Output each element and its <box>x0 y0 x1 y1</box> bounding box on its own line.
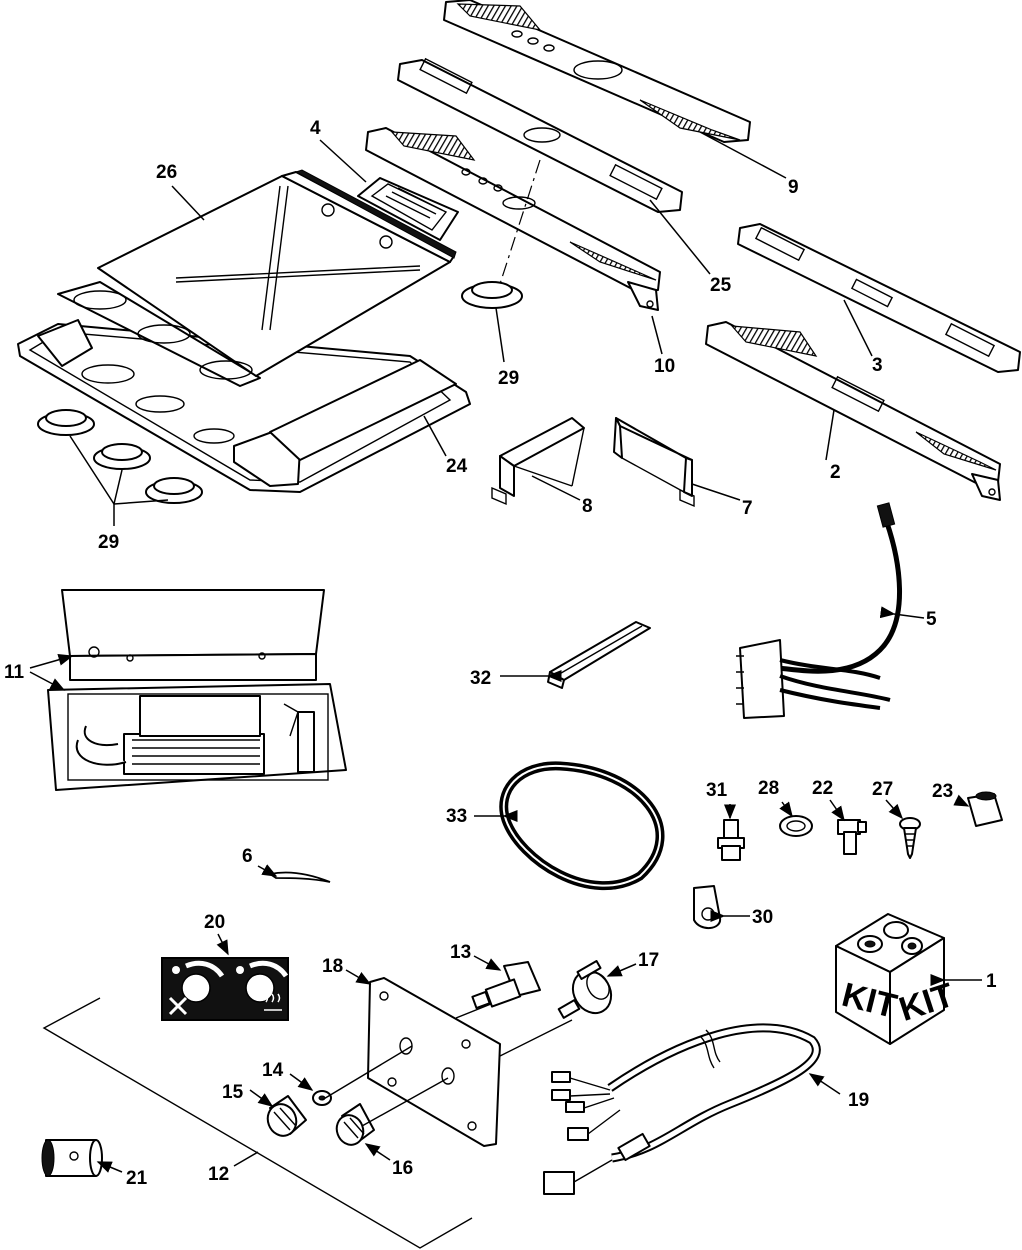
part-2-rail <box>705 321 1001 501</box>
leader-lines <box>29 131 982 1173</box>
part-30-clip <box>693 885 722 929</box>
part-19-wire-harness <box>543 1023 821 1195</box>
part-15-knob <box>266 1095 307 1137</box>
callout-11: 11 <box>4 662 25 683</box>
part-33-seal-ring <box>499 761 665 891</box>
callout-12: 12 <box>208 1164 229 1185</box>
callout-29-left: 29 <box>98 532 119 553</box>
callout-13: 13 <box>450 942 471 963</box>
part-9-rail <box>443 0 751 143</box>
callout-33: 33 <box>446 806 467 827</box>
part-32-channel <box>547 621 651 689</box>
part-18-plate <box>367 977 573 1147</box>
callout-28: 28 <box>758 778 779 799</box>
callout-labels: 9 25 4 26 3 2 10 29 24 8 7 29 5 11 32 33… <box>4 118 997 1189</box>
callout-5: 5 <box>926 609 937 630</box>
callout-25: 25 <box>710 275 732 296</box>
part-12-mounting-plane <box>42 997 473 1249</box>
part-31-fitting <box>717 819 745 861</box>
callout-24: 24 <box>446 456 468 477</box>
part-24-base-pan <box>17 319 471 493</box>
callout-3: 3 <box>872 355 883 376</box>
callout-8: 8 <box>582 496 593 517</box>
part-27-screw <box>899 817 921 859</box>
part-23-cap <box>967 791 1003 827</box>
callout-4: 4 <box>310 118 321 139</box>
part-7-bracket <box>613 417 695 508</box>
callout-26: 26 <box>156 162 177 183</box>
callout-22: 22 <box>812 778 833 799</box>
part-3-rail <box>737 223 1021 373</box>
callout-30: 30 <box>752 907 773 928</box>
callout-27: 27 <box>872 779 893 800</box>
part-11-heater-box <box>47 589 347 791</box>
part-14-washer <box>312 1090 332 1106</box>
part-25-rail <box>397 57 683 213</box>
part-28-hose-clamp <box>779 815 813 837</box>
callout-23: 23 <box>932 781 953 802</box>
callout-6: 6 <box>242 846 253 867</box>
callout-32: 32 <box>470 668 491 689</box>
part-1-kit-box: KIT KIT <box>835 913 959 1045</box>
part-20-control-decal <box>161 957 289 1021</box>
callout-16: 16 <box>392 1158 413 1179</box>
part-4-vent-clip <box>357 177 459 241</box>
callout-1: 1 <box>986 971 997 992</box>
part-6-wire-clip <box>267 871 331 883</box>
part-10-rail <box>365 127 661 311</box>
part-29-grommet-left-3 <box>145 477 203 504</box>
part-29-grommet-left-1 <box>37 409 95 436</box>
fan-icon <box>168 996 188 1016</box>
part-17-rotary-switch <box>557 960 613 1019</box>
callout-21: 21 <box>126 1168 148 1189</box>
part-29-grommet-top <box>461 281 523 309</box>
part-22-tee-fitting <box>837 819 867 855</box>
callout-2: 2 <box>830 462 841 483</box>
callout-20: 20 <box>204 912 225 933</box>
callout-10: 10 <box>654 356 675 377</box>
part-26-top-plate <box>57 169 457 387</box>
callout-18: 18 <box>322 956 343 977</box>
callout-29-top: 29 <box>498 368 519 389</box>
part-21-sleeve <box>41 1139 103 1177</box>
callout-14: 14 <box>262 1060 284 1081</box>
part-5-cable <box>736 502 903 719</box>
part-16-knob <box>335 1103 375 1146</box>
part-29-grommet-left-2 <box>93 443 151 470</box>
callout-19: 19 <box>848 1090 869 1111</box>
callout-7: 7 <box>742 498 753 519</box>
heat-icon <box>264 993 282 1011</box>
part-8-bracket <box>491 417 585 506</box>
callout-15: 15 <box>222 1082 244 1103</box>
callout-17: 17 <box>638 950 659 971</box>
callout-9: 9 <box>788 177 799 198</box>
part-13-switch <box>471 961 541 1010</box>
callout-31: 31 <box>706 780 728 801</box>
